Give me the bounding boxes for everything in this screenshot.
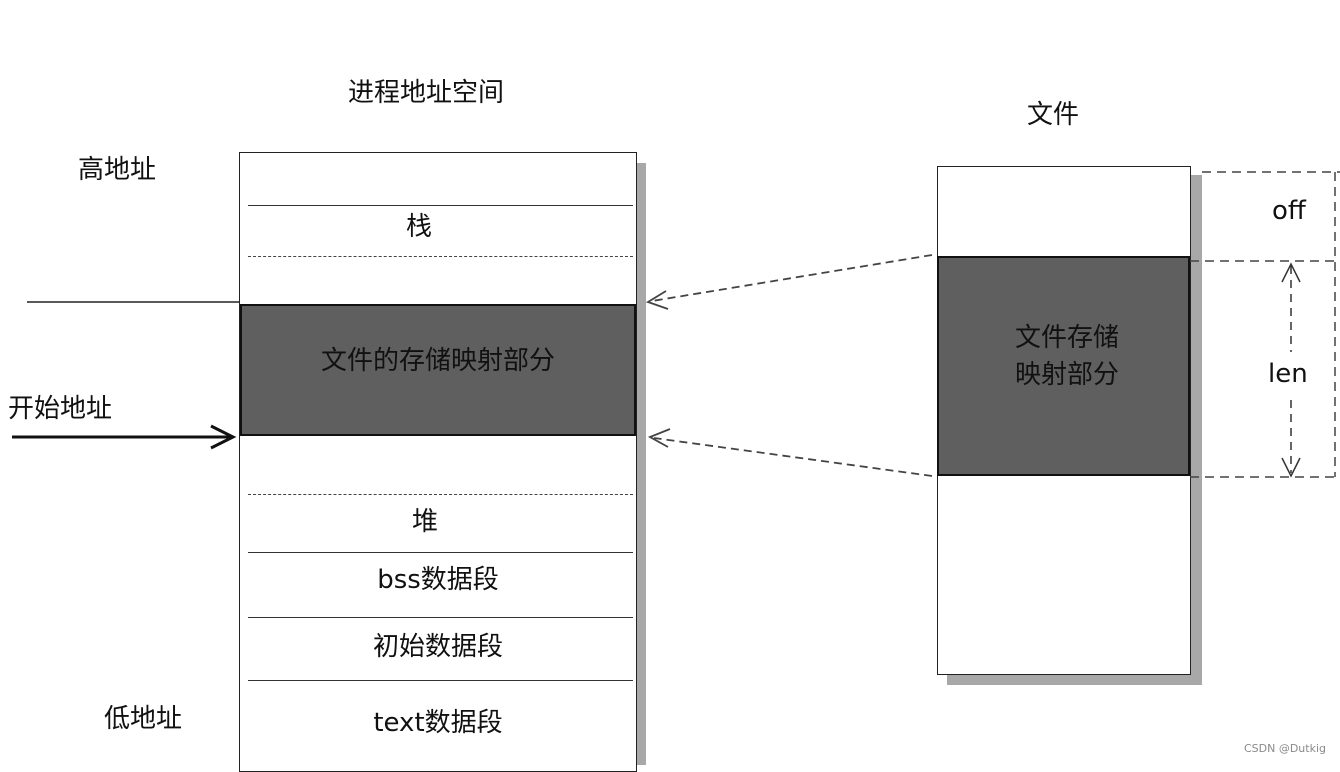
- file-mapped-label-line1: 文件存储: [1014, 323, 1119, 353]
- bss-bottom-divider: [248, 617, 633, 618]
- process-space-box: [239, 152, 637, 772]
- watermark: CSDN @Dutkig: [1243, 742, 1326, 755]
- low-address-label: 低地址: [104, 704, 183, 734]
- heap-bottom-divider: [248, 552, 633, 553]
- mapping-arrow-top: [651, 254, 933, 302]
- length-arrowhead-down: [1281, 457, 1301, 478]
- heap-top-divider: [248, 494, 633, 495]
- mapping-arrowhead-bottom: [647, 428, 671, 448]
- file-mapped-label-line2: 映射部分: [1014, 360, 1119, 390]
- init-data-label: 初始数据段: [372, 632, 503, 662]
- process-mapped-region: [240, 304, 636, 436]
- high-address-label: 高地址: [78, 155, 157, 185]
- process-mapped-label: 文件的存储映射部分: [320, 346, 555, 376]
- process-space-shadow: [636, 163, 646, 765]
- text-segment-label: text数据段: [373, 708, 503, 738]
- stack-top-divider: [248, 205, 633, 206]
- init-data-bottom-divider: [248, 680, 633, 681]
- process-space-title: 进程地址空间: [348, 78, 505, 108]
- mapping-arrow-bottom: [653, 437, 933, 477]
- offset-label: off: [1272, 196, 1306, 226]
- stack-label: 栈: [405, 212, 432, 242]
- file-title: 文件: [1027, 100, 1080, 130]
- length-arrowhead-up: [1281, 262, 1301, 283]
- stack-bottom-divider: [248, 256, 633, 257]
- bss-label: bss数据段: [377, 565, 499, 595]
- start-address-arrowhead: [210, 424, 237, 450]
- length-label: len: [1268, 359, 1308, 389]
- heap-label: 堆: [411, 507, 438, 537]
- file-mapped-region: [937, 256, 1190, 476]
- start-address-label: 开始地址: [8, 394, 113, 424]
- mapping-arrowhead-top: [645, 290, 669, 310]
